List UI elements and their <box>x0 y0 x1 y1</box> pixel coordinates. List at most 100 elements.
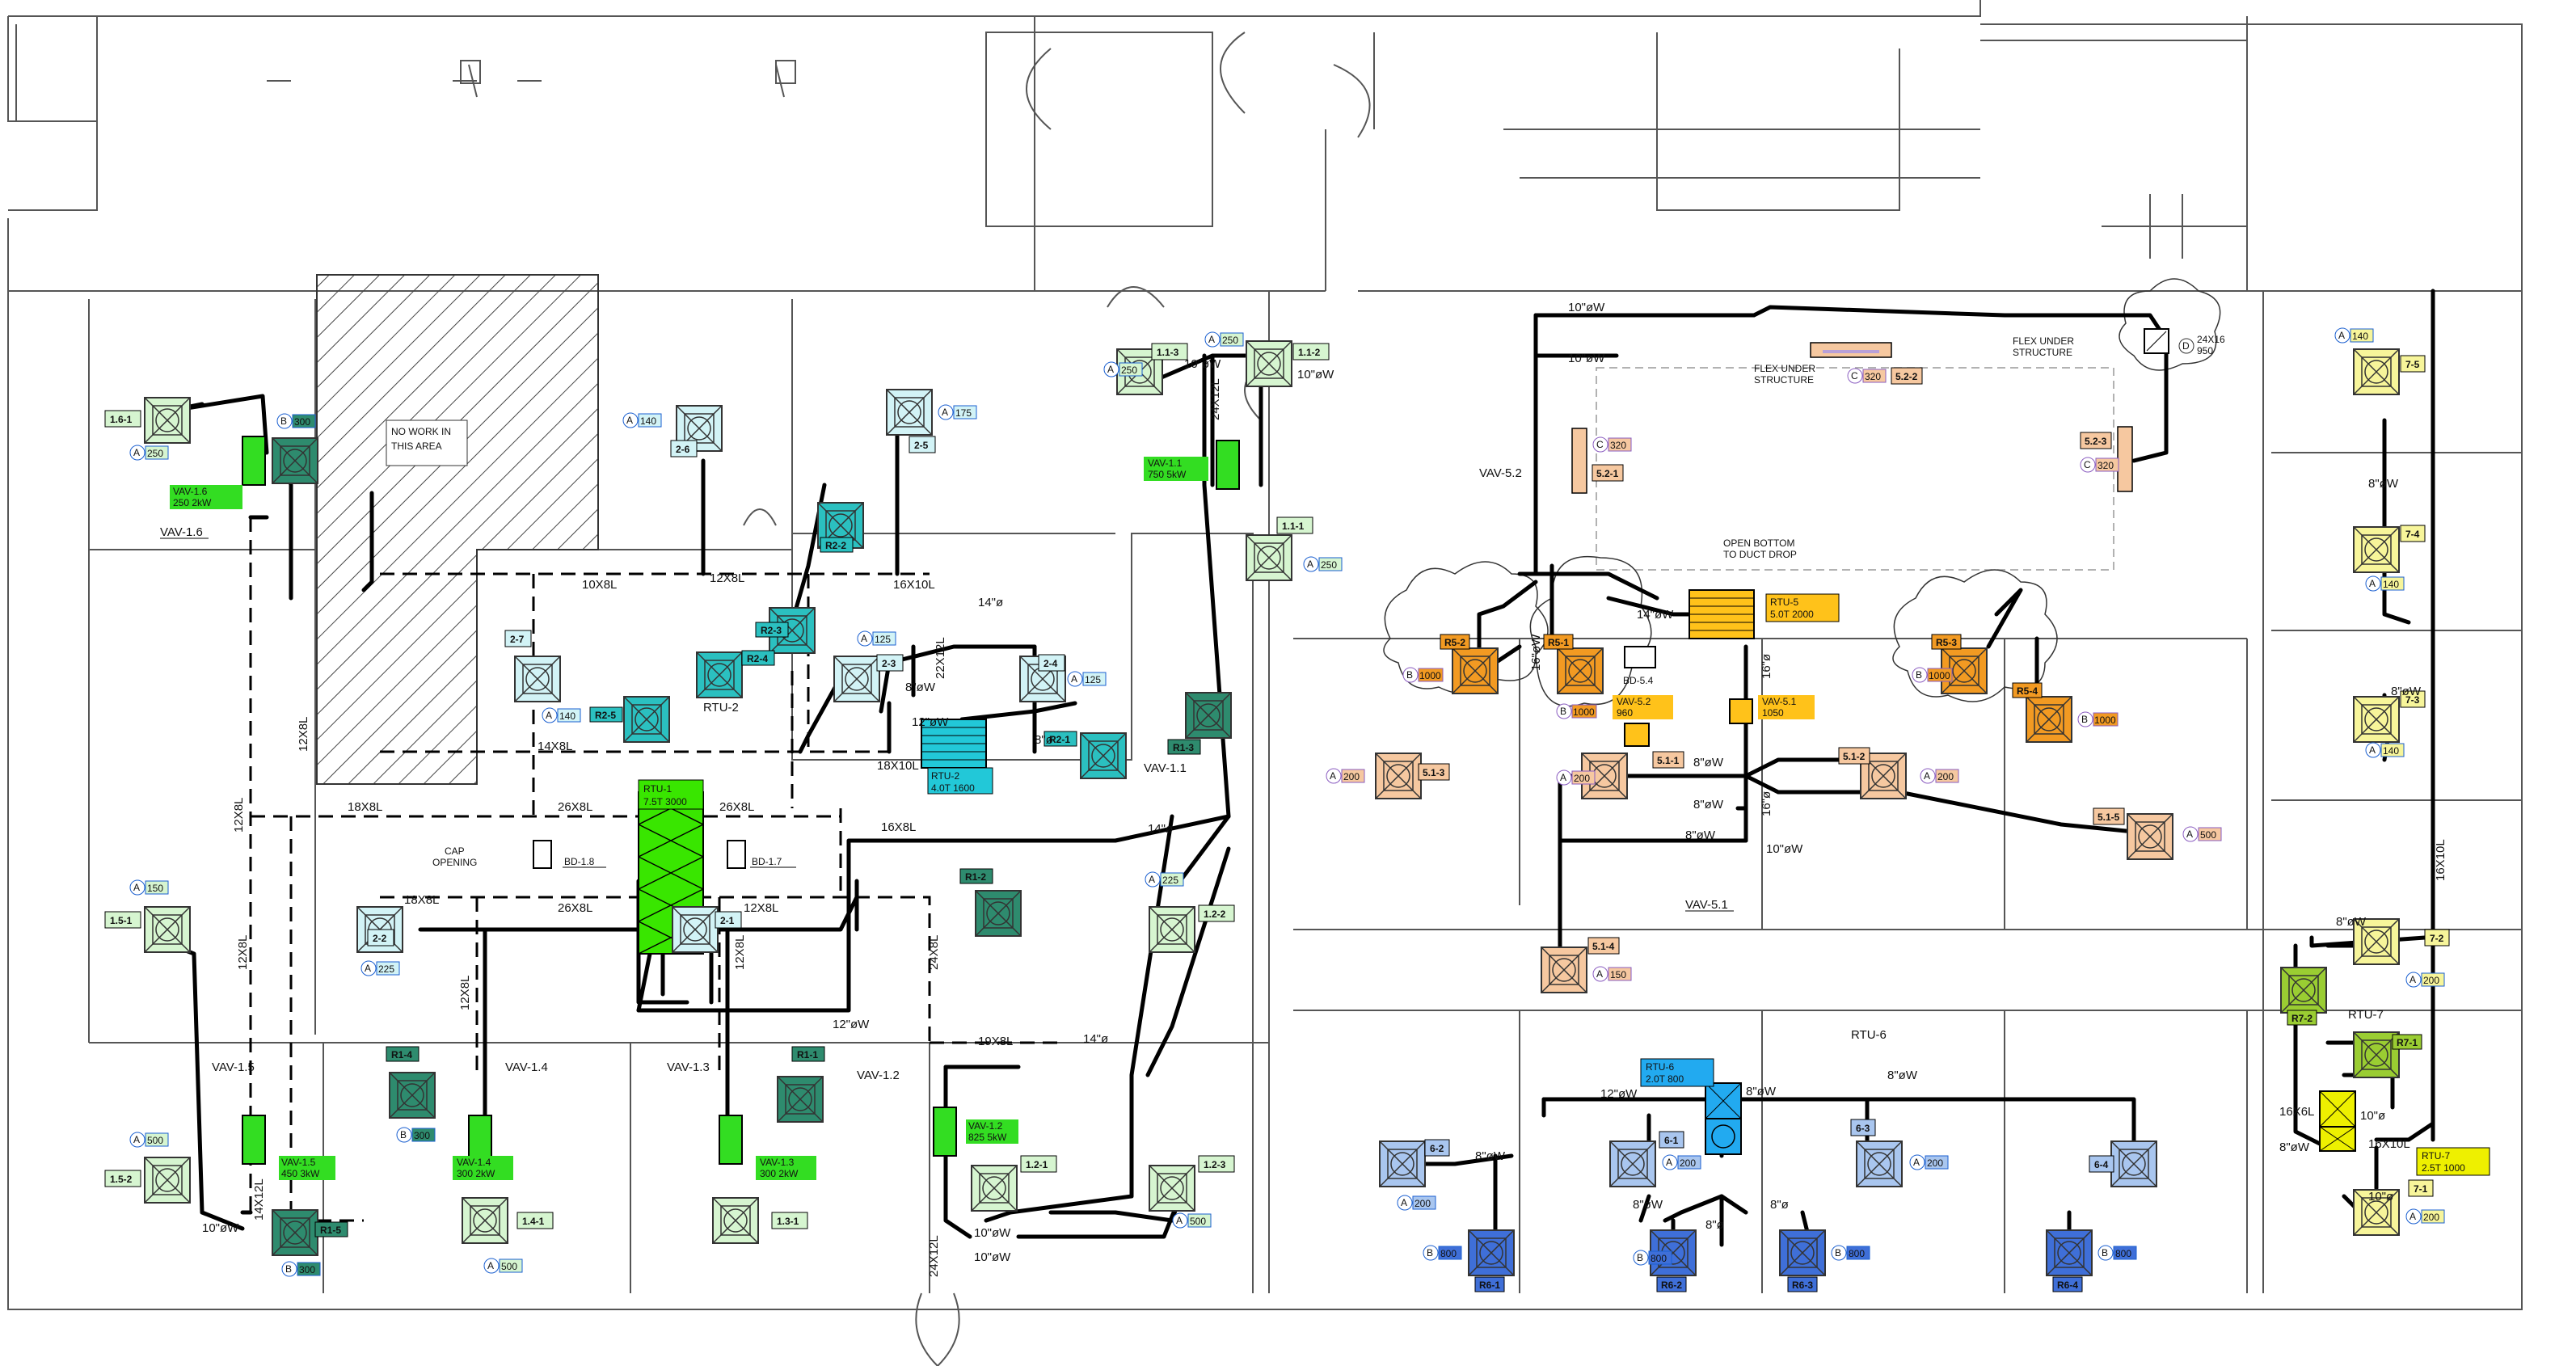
svg-text:VAV-1.6: VAV-1.6 <box>160 525 203 539</box>
svg-text:500: 500 <box>2200 829 2216 841</box>
svg-text:A: A <box>546 710 552 721</box>
rtu-6-name: RTU-6 <box>1646 1061 1674 1073</box>
svg-text:24X12L: 24X12L <box>1208 378 1222 420</box>
svg-text:RTU-2: RTU-2 <box>703 701 739 715</box>
svg-text:150: 150 <box>1610 969 1626 980</box>
svg-text:10"øW: 10"øW <box>974 1226 1011 1240</box>
svg-text:16X6L: 16X6L <box>2279 1105 2314 1119</box>
svg-text:140: 140 <box>559 710 575 722</box>
svg-text:320: 320 <box>1865 371 1881 382</box>
rtu-1-name: RTU-1 <box>643 783 672 795</box>
svg-text:A: A <box>2369 578 2376 589</box>
svg-text:A: A <box>1913 1157 1920 1168</box>
svg-text:18X10L: 18X10L <box>877 759 919 773</box>
svg-text:10"øW: 10"øW <box>1184 357 1221 371</box>
callout-a-150-2: A 150 <box>1592 966 1632 982</box>
svg-text:300: 300 <box>294 416 310 428</box>
vav-5-1-spec: 1050 <box>1762 707 1784 719</box>
svg-text:VAV-5.1: VAV-5.1 <box>1685 898 1728 912</box>
svg-text:A: A <box>942 407 948 418</box>
tag-r1-5: R1-5 <box>320 1225 341 1236</box>
svg-text:8"ø: 8"ø <box>1705 1218 1724 1232</box>
svg-text:A: A <box>1596 968 1603 980</box>
svg-text:500: 500 <box>147 1135 163 1146</box>
svg-text:8"øW: 8"øW <box>1475 1149 1506 1163</box>
svg-text:C: C <box>1596 439 1604 450</box>
tag-7-3: 7-3 <box>2405 694 2420 706</box>
vav-1-1-name: VAV-1.1 <box>1148 457 1183 469</box>
svg-text:14"ø: 14"ø <box>1148 822 1173 836</box>
svg-text:14X12L: 14X12L <box>252 1178 266 1221</box>
svg-text:12X8L: 12X8L <box>297 717 310 752</box>
general-notes: CAP OPENING FLEX UNDER STRUCTURE FLEX UN… <box>432 335 2074 868</box>
rtu-5-name: RTU-5 <box>1770 597 1798 608</box>
tag-r5-2: R5-2 <box>1444 637 1465 648</box>
return-ducts <box>249 517 1059 1222</box>
tag-5-1-4: 5.1-4 <box>1592 941 1615 952</box>
revision-cloud-r52 <box>1383 561 1549 694</box>
tag-1-4-1: 1.4-1 <box>522 1216 545 1227</box>
svg-text:B: B <box>1835 1247 1841 1258</box>
svg-text:26X8L: 26X8L <box>558 901 592 915</box>
rtu-1-unit: RTU-1 7.5T 3000 <box>638 779 704 955</box>
svg-text:VAV-1.5: VAV-1.5 <box>212 1060 255 1074</box>
svg-text:A: A <box>1107 364 1114 375</box>
svg-text:VAV-5.2: VAV-5.2 <box>1479 466 1522 480</box>
svg-text:A: A <box>1401 1197 1407 1208</box>
tag-r6-1: R6-1 <box>1479 1280 1500 1291</box>
svg-text:19X8L: 19X8L <box>978 1035 1013 1048</box>
tag-5-1-3: 5.1-3 <box>1423 767 1445 778</box>
rtu-1-spec: 7.5T 3000 <box>643 796 687 807</box>
svg-text:200: 200 <box>1937 771 1954 782</box>
svg-text:250: 250 <box>1222 335 1238 346</box>
svg-text:22X12L: 22X12L <box>934 637 947 679</box>
svg-text:8"øW: 8"øW <box>2368 477 2399 491</box>
svg-text:12"øW: 12"øW <box>1600 1087 1638 1101</box>
svg-text:8"øW: 8"øW <box>1633 1198 1663 1212</box>
tag-6-3: 6-3 <box>1856 1123 1870 1134</box>
svg-text:16"øW: 16"øW <box>1529 634 1543 671</box>
svg-text:A: A <box>2186 828 2193 840</box>
tag-r7-2: R7-2 <box>2291 1013 2312 1024</box>
svg-text:200: 200 <box>2423 1212 2439 1223</box>
svg-text:A: A <box>133 882 140 893</box>
bd-1-7-label: BD-1.7 <box>752 856 782 867</box>
revision-cloud-r53 <box>1892 569 2058 702</box>
tag-6-1: 6-1 <box>1664 1135 1679 1146</box>
svg-text:A: A <box>133 1134 140 1145</box>
svg-text:8"øW: 8"øW <box>2279 1140 2310 1154</box>
svg-text:RTU-6: RTU-6 <box>1851 1028 1887 1042</box>
svg-text:STRUCTURE: STRUCTURE <box>1754 374 1814 386</box>
revision-cloud-d <box>2119 278 2221 371</box>
svg-text:140: 140 <box>2383 745 2399 757</box>
tag-7-2: 7-2 <box>2430 933 2444 944</box>
svg-text:150: 150 <box>147 883 163 894</box>
tag-2-1: 2-1 <box>720 915 735 926</box>
tag-7-5: 7-5 <box>2405 359 2420 370</box>
svg-text:16"ø: 16"ø <box>1760 791 1773 816</box>
svg-text:A: A <box>626 415 633 426</box>
svg-text:A: A <box>1307 559 1313 570</box>
tag-1-3-1: 1.3-1 <box>777 1216 799 1227</box>
vav-1-4-name: VAV-1.4 <box>457 1157 491 1168</box>
svg-text:10"øW: 10"øW <box>974 1250 1011 1264</box>
svg-text:A: A <box>1666 1157 1672 1168</box>
tag-5-1-5: 5.1-5 <box>2097 812 2120 823</box>
svg-text:B: B <box>1406 669 1413 681</box>
tag-r1-3: R1-3 <box>1173 742 1194 753</box>
svg-text:10"øW: 10"øW <box>1766 842 1803 856</box>
